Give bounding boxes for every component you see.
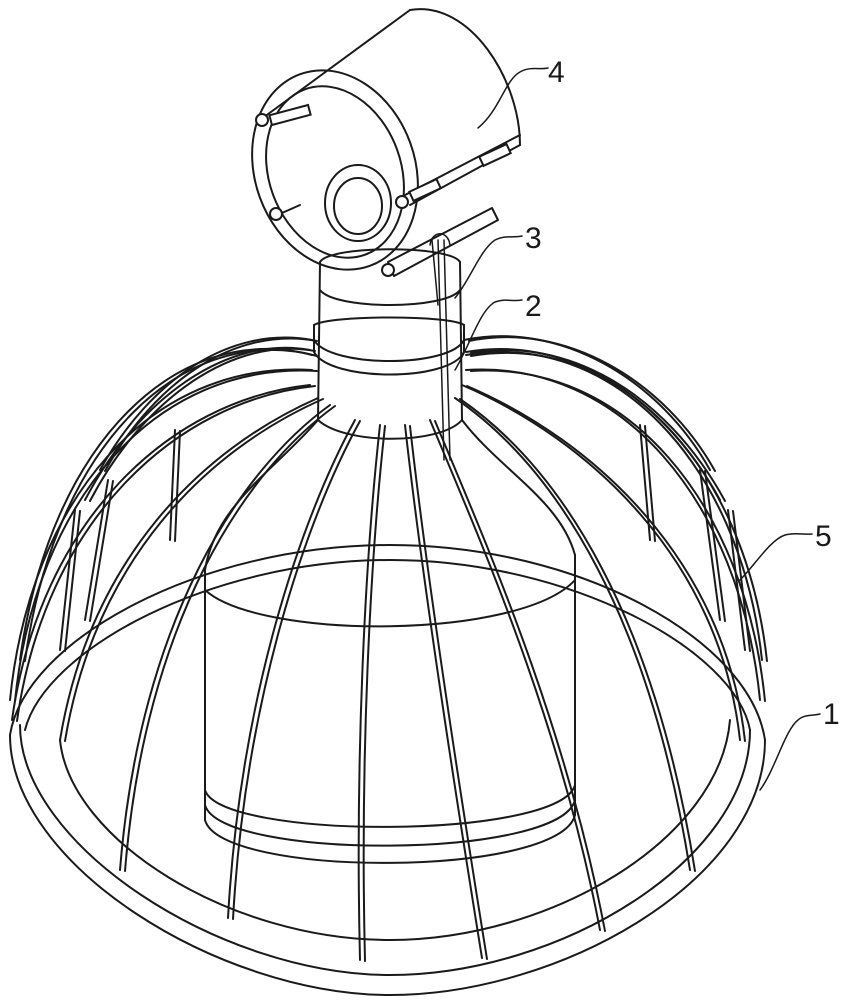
hanging-pin — [429, 233, 451, 461]
base-tray — [9, 544, 766, 996]
cage-wire — [59, 397, 319, 741]
callout-1: 1 — [823, 698, 840, 731]
cage-wire-edge — [434, 420, 606, 932]
callout-5: 5 — [815, 520, 832, 553]
leader-line-1 — [759, 713, 821, 791]
cage-wire — [465, 368, 761, 701]
cage-wire — [461, 384, 741, 741]
cage-wire — [429, 419, 601, 931]
cage-wire — [84, 479, 109, 621]
cage-wire — [9, 368, 313, 701]
cage-wire-edge — [732, 510, 751, 652]
callout-2: 2 — [525, 290, 542, 323]
callouts: 4 3 2 5 1 — [454, 56, 840, 791]
cage-wire-edge — [362, 425, 386, 962]
cage-wire-edge — [64, 510, 81, 652]
callout-4: 4 — [548, 56, 565, 89]
cage-wire-edge — [459, 398, 696, 872]
cage-wire — [699, 469, 721, 621]
cage-wire — [639, 424, 651, 541]
cage-wire-edge — [16, 385, 316, 722]
cage-wire — [727, 509, 746, 651]
cage-wire — [465, 350, 763, 661]
cage-wire-edge — [89, 480, 114, 622]
cage-wire-edge — [409, 425, 488, 960]
wire-cage — [9, 335, 768, 962]
cage-wire — [11, 384, 311, 721]
cage-wire-edge — [174, 430, 181, 542]
cage-wire-edge — [64, 398, 324, 742]
leader-line-2 — [454, 299, 523, 371]
cage-wire — [19, 348, 313, 661]
cage-wire-edge — [470, 369, 766, 702]
cage-wire-edge — [14, 369, 318, 702]
leader-line-3 — [454, 235, 523, 299]
cage-wire-edge — [466, 385, 746, 742]
cage-wire-edge — [232, 420, 361, 920]
cage-wire-edge — [124, 405, 336, 872]
cage-wire-edge — [704, 470, 726, 622]
cage-wire — [357, 424, 381, 961]
cage-wire-edge — [468, 336, 716, 472]
leader-line-4 — [477, 67, 549, 129]
cage-wire — [84, 346, 311, 501]
cage-wire-edge — [644, 425, 656, 542]
cage-wire — [404, 424, 483, 959]
clamp-ring — [251, 8, 521, 277]
feeder-body — [204, 419, 576, 864]
leader-line-5 — [739, 532, 813, 581]
cage-wire — [454, 397, 691, 871]
cage-wire-edge — [470, 349, 726, 502]
cage-wire — [227, 419, 356, 919]
neck-collar — [313, 248, 465, 440]
cage-wire-edge — [89, 347, 316, 502]
cage-wire — [59, 509, 76, 651]
cage-wire — [119, 404, 331, 871]
callout-3: 3 — [525, 222, 542, 255]
cage-wire — [169, 429, 176, 541]
